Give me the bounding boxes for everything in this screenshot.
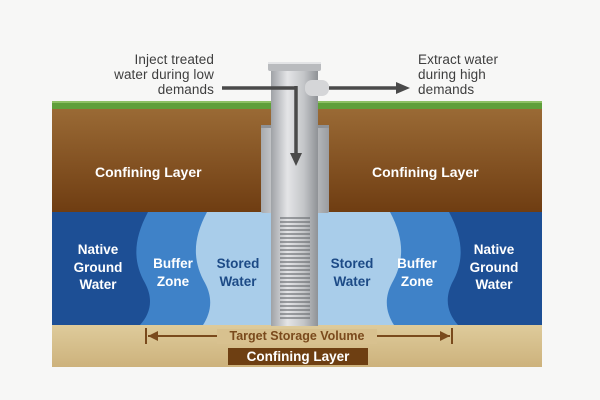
extract-caption-line-2: during high	[418, 67, 486, 82]
extract-caption-line-1: Extract water	[418, 52, 499, 67]
buffer-left-line-2: Zone	[156, 273, 190, 289]
well-cap	[268, 62, 321, 71]
inject-caption: Inject treated water during low demands	[86, 52, 214, 97]
stored-right-line-1: Stored	[330, 256, 374, 271]
stored-left-line-2: Water	[219, 273, 257, 289]
extract-arrow	[329, 82, 410, 94]
stored-water-label-left: Stored Water	[206, 255, 270, 290]
upper-confining-label-left: Confining Layer	[95, 164, 202, 180]
stored-water-label-right: Stored Water	[320, 255, 384, 290]
extract-caption-line-3: demands	[418, 82, 475, 97]
inject-caption-line-2: water during low	[114, 67, 214, 82]
extract-caption: Extract water during high demands	[418, 52, 538, 97]
native-water-label-right: Native Ground Water	[454, 241, 534, 294]
upper-confining-label-right: Confining Layer	[372, 164, 479, 180]
native-right-line-3: Water	[475, 277, 513, 292]
bottom-confining-label: Confining Layer	[228, 348, 368, 365]
target-storage-volume-label: Target Storage Volume	[217, 329, 377, 344]
buffer-left-line-1: Buffer	[153, 256, 193, 271]
native-right-line-2: Ground	[469, 259, 519, 275]
buffer-zone-label-right: Buffer Zone	[387, 255, 447, 290]
buffer-right-line-1: Buffer	[397, 256, 437, 271]
inject-arrow	[222, 86, 302, 166]
stored-right-line-2: Water	[333, 273, 371, 289]
native-right-line-1: Native	[473, 242, 515, 257]
native-left-line-1: Native	[77, 242, 119, 257]
inject-caption-line-3: demands	[157, 82, 214, 97]
extraction-outlet	[305, 80, 329, 96]
native-left-line-3: Water	[79, 277, 117, 292]
stored-left-line-1: Stored	[216, 256, 260, 271]
well-screen	[280, 217, 310, 319]
native-water-label-left: Native Ground Water	[58, 241, 138, 294]
buffer-right-line-2: Zone	[400, 273, 434, 289]
buffer-zone-label-left: Buffer Zone	[143, 255, 203, 290]
native-left-line-2: Ground	[73, 259, 123, 275]
inject-caption-line-1: Inject treated	[134, 52, 214, 67]
